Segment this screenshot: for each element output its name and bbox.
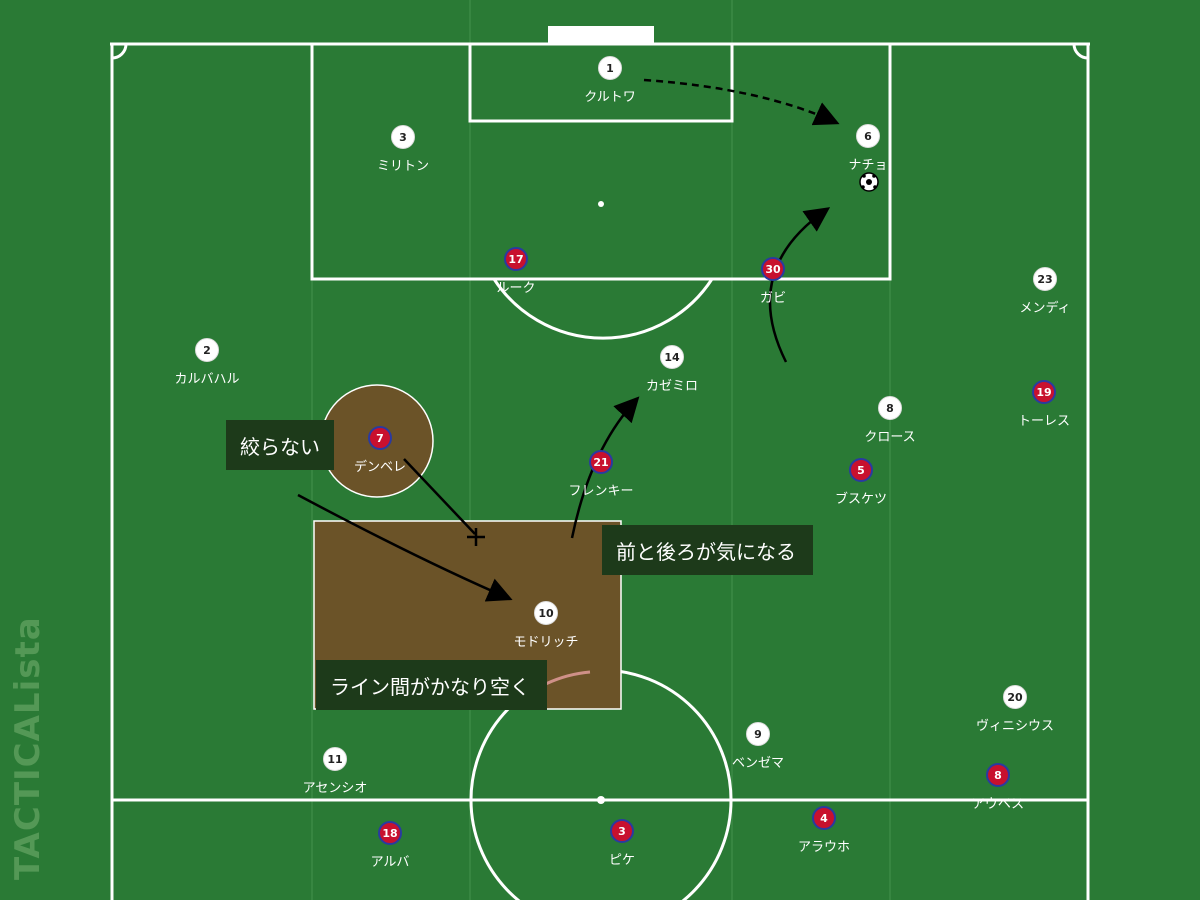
player-number: 17 [504,247,528,271]
player-number: 11 [323,747,347,771]
player-number: 23 [1033,267,1057,291]
ball-icon [859,172,879,192]
player-name: クロース [864,430,916,445]
player-name: ブスケツ [834,492,887,507]
player-number: 20 [1003,685,1027,709]
player-number: 1 [598,56,622,80]
player-number: 21 [589,450,613,474]
player-name: ヴィニシウス [975,719,1054,734]
player-name: ナチョ [848,158,888,173]
player-name: メンディ [1019,301,1071,316]
player-name: クルトワ [584,90,636,105]
player-number: 3 [610,819,634,843]
player-number: 30 [761,257,785,281]
player-number: 14 [660,345,684,369]
player-number: 6 [856,124,880,148]
arrow-run [297,493,513,602]
watermark: TACTICALista [8,616,48,880]
label-front-back: 前と後ろが気になる [602,525,813,575]
player-name: フレンキー [568,484,634,499]
player-number: 10 [534,601,558,625]
player-number: 5 [849,458,873,482]
player-name: モドリッチ [513,635,579,650]
player-name: アラウホ [797,840,850,855]
player-number: 3 [391,125,415,149]
goal [548,26,654,44]
player-number: 19 [1032,380,1056,404]
label-line-gap: ライン間がかなり空く [316,660,547,710]
player-name: ミリトン [376,159,429,174]
player-name: アウベス [971,797,1025,812]
player-name: ベンゼマ [731,756,784,771]
player-name: ルーク [496,281,536,296]
player-name: カゼミロ [645,379,698,394]
player-name: カルバハル [174,372,240,387]
player-name: ピケ [608,853,635,868]
player-name: デンベレ [353,460,406,475]
player-number: 2 [195,338,219,362]
player-number: 8 [986,763,1010,787]
player-name: ガビ [759,291,786,306]
arrow-gk-pass [643,78,840,126]
player-number: 18 [378,821,402,845]
player-name: アルバ [370,855,410,870]
player-name: アセンシオ [302,781,368,796]
player-number: 9 [746,722,770,746]
line-dembele [403,458,476,535]
player-number: 4 [812,806,836,830]
player-number: 8 [878,396,902,420]
player-name: トーレス [1017,414,1070,429]
player-number: 7 [368,426,392,450]
label-no-squeeze: 絞らない [226,420,334,470]
